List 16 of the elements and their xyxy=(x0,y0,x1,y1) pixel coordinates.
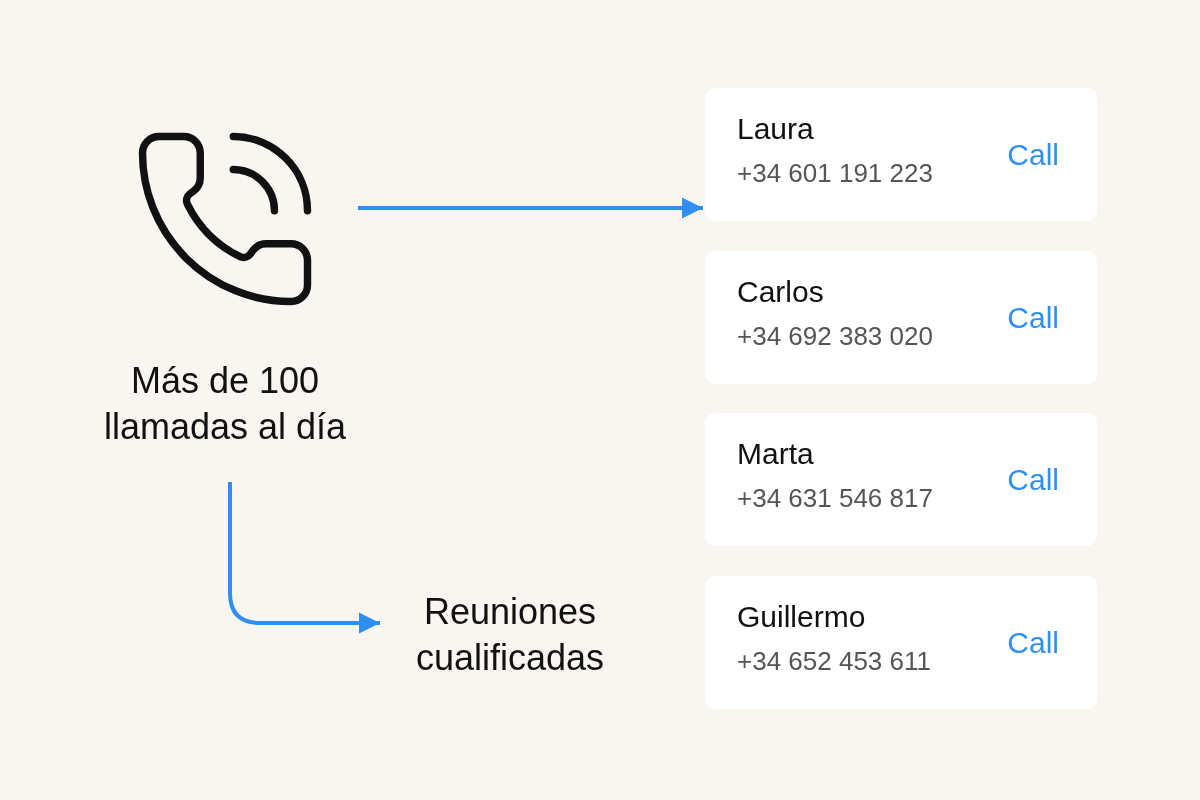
phone-number: +34 601 191 223 xyxy=(737,158,933,189)
call-link: Call xyxy=(1007,625,1059,660)
contact-name: Laura xyxy=(737,112,814,146)
call-link: Call xyxy=(1007,462,1059,497)
contact-name: Carlos xyxy=(737,275,824,309)
node-label: Reuniones cualificadas xyxy=(414,590,606,680)
call-link: Call xyxy=(1007,137,1059,172)
contact-name: Marta xyxy=(737,437,814,471)
contact-name: Guillermo xyxy=(737,600,866,634)
phone-number: +34 631 546 817 xyxy=(737,483,933,514)
call-link: Call xyxy=(1007,300,1059,335)
arrow xyxy=(358,197,703,219)
arrow xyxy=(228,482,380,634)
phone-number: +34 692 383 020 xyxy=(737,321,933,352)
phone-number: +34 652 453 611 xyxy=(737,646,931,677)
node-label: Más de 100 llamadas al día xyxy=(102,359,348,449)
